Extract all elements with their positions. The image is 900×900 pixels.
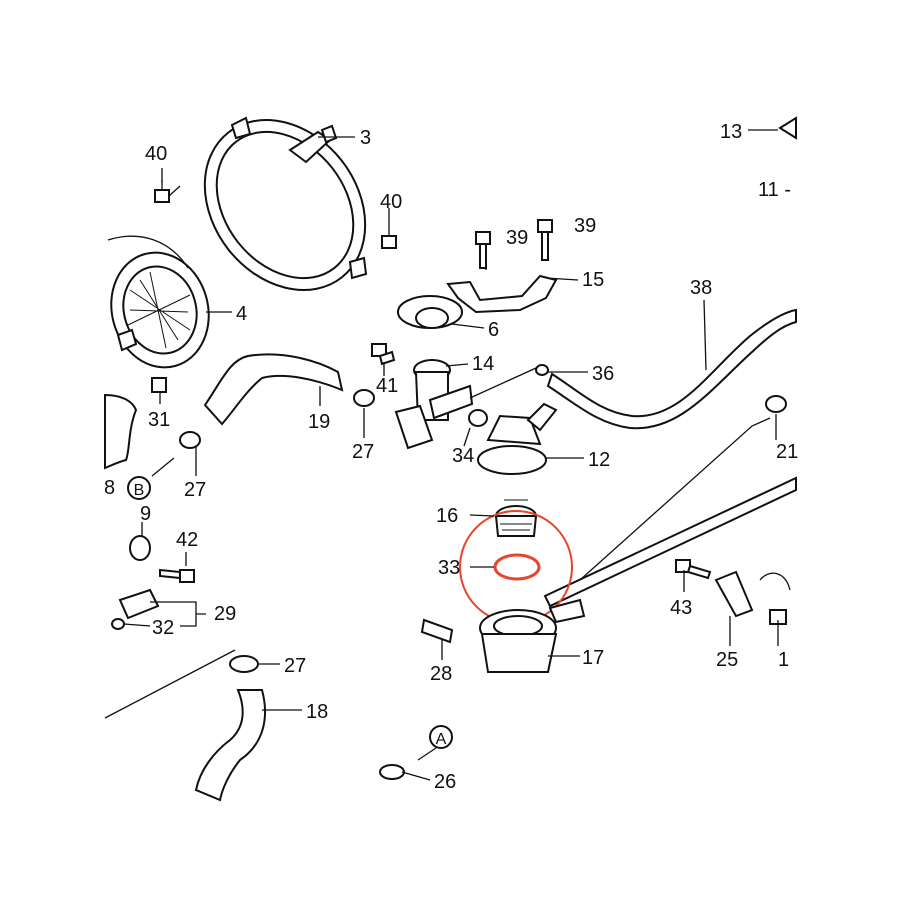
callout-36: 36 <box>592 363 614 385</box>
bracket-part-15 <box>446 274 558 314</box>
callout-39b: 39 <box>574 215 596 237</box>
callout-17: 17 <box>582 647 604 669</box>
callout-3: 3 <box>360 127 371 149</box>
callout-21: 21 <box>776 441 798 463</box>
thermostat-housing-part-12 <box>477 402 558 475</box>
thermostat-cover-part-17 <box>479 598 586 673</box>
sensor-part-28 <box>420 618 454 644</box>
callout-33: 33 <box>438 557 460 579</box>
thermostat-part-16 <box>494 499 538 537</box>
bolt-part-39a <box>475 231 491 269</box>
callout-27a: 27 <box>184 479 206 501</box>
callout-39a: 39 <box>506 227 528 249</box>
callout-32: 32 <box>152 617 174 639</box>
callout-25: 25 <box>716 649 738 671</box>
callout-29: 29 <box>214 603 236 625</box>
highlight-ring-part-33 <box>493 553 541 581</box>
ref-marker-a: A <box>429 725 453 749</box>
clip-part-36 <box>535 364 549 376</box>
callout-labels: 40 3 40 4 31 19 27 27 41 39 39 15 6 14 3… <box>104 121 798 793</box>
callout-43: 43 <box>670 597 692 619</box>
callout-6: 6 <box>488 319 499 341</box>
fan-shroud-part-3 <box>203 116 368 291</box>
callout-16: 16 <box>436 505 458 527</box>
callout-13: 13 <box>720 121 742 143</box>
callout-40a: 40 <box>145 143 167 165</box>
callout-38: 38 <box>690 277 712 299</box>
ref-marker-b: B <box>127 476 151 500</box>
bolt-part-42 <box>159 568 195 583</box>
leader-lines <box>123 129 779 781</box>
nut-part-31 <box>151 377 167 393</box>
clamp-part-27a <box>179 431 201 449</box>
ref-marker-b-label: B <box>134 482 145 499</box>
callout-18: 18 <box>306 701 328 723</box>
callout-19: 19 <box>308 411 330 433</box>
callout-27c: 27 <box>284 655 306 677</box>
callout-31: 31 <box>148 409 170 431</box>
bolt-part-40b <box>381 226 397 249</box>
washer-part-32 <box>111 618 125 630</box>
callout-42: 42 <box>176 529 198 551</box>
callout-28: 28 <box>430 663 452 685</box>
switch-part-29 <box>118 588 160 620</box>
bolt-part-43 <box>675 559 712 580</box>
bolt-part-41 <box>371 343 396 366</box>
callout-8: 8 <box>104 477 115 499</box>
callout-11: 11 - <box>758 179 791 201</box>
filler-neck-part-14 <box>394 359 474 450</box>
bolt-part-40a <box>154 180 181 203</box>
hose-part-19 <box>203 353 344 426</box>
callout-34: 34 <box>452 445 474 467</box>
partial-part-left <box>104 393 138 470</box>
clamp-part-27c <box>229 655 259 673</box>
pipe-to-part-17 <box>543 476 797 608</box>
radiator-cap-part-6 <box>397 295 463 329</box>
hose-part-18 <box>194 689 266 802</box>
callout-40b: 40 <box>380 191 402 213</box>
callout-12: 12 <box>588 449 610 471</box>
callout-9: 9 <box>140 503 151 525</box>
part-13 <box>778 116 797 140</box>
ref-marker-a-label: A <box>436 731 447 748</box>
callout-4: 4 <box>236 303 247 325</box>
callout-27b: 27 <box>352 441 374 463</box>
callout-41: 41 <box>376 375 398 397</box>
bracket-part-25 <box>714 570 791 618</box>
callout-1: 1 <box>778 649 789 671</box>
callout-15: 15 <box>582 269 604 291</box>
grommet-part-9 <box>129 535 151 561</box>
o-ring-part-34 <box>468 409 488 427</box>
clamp-part-27b <box>353 389 375 407</box>
callout-26: 26 <box>434 771 456 793</box>
callout-14: 14 <box>472 353 494 375</box>
clamp-part-21 <box>765 395 787 413</box>
fan-motor-part-4 <box>107 235 210 369</box>
hose-part-38 <box>546 308 797 430</box>
clamp-part-26 <box>379 764 405 780</box>
bolt-part-39b <box>537 219 553 261</box>
